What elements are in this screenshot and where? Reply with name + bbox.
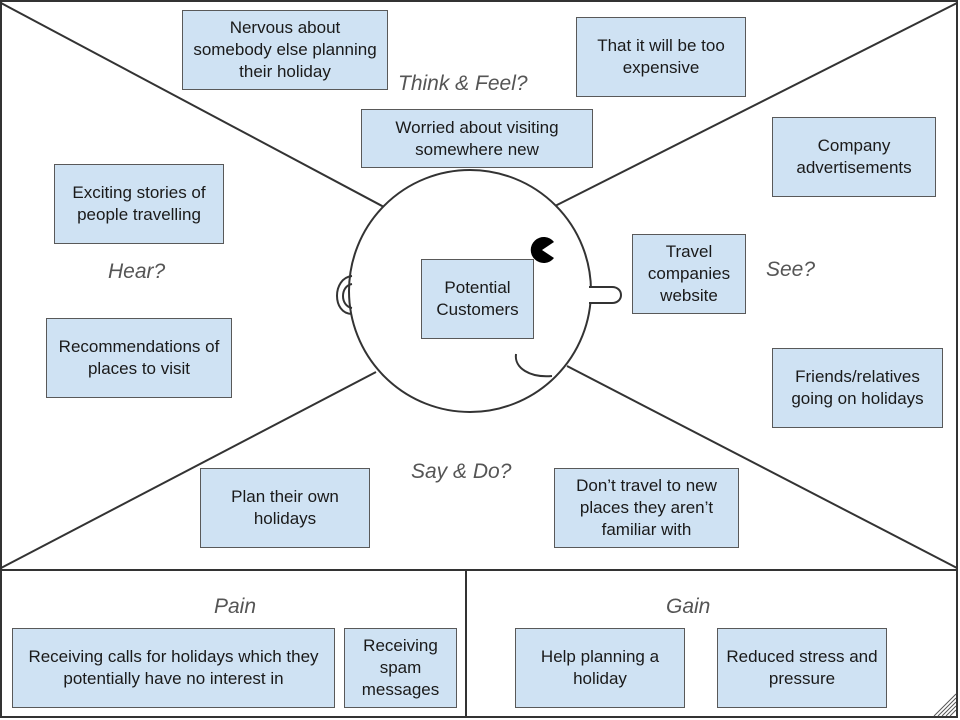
say-do-note: Don’t travel to new places they aren’t f…	[554, 468, 739, 548]
nose	[589, 286, 622, 304]
gain-note: Help planning a holiday	[515, 628, 685, 708]
ear-left	[336, 275, 353, 315]
pain-note: Receiving calls for holidays which they …	[12, 628, 335, 708]
see-label: See?	[766, 258, 816, 281]
mouth	[514, 353, 553, 378]
think-feel-label: Think & Feel?	[398, 72, 528, 95]
see-note: Friends/relatives going on holidays	[772, 348, 943, 428]
ear-left-inner	[342, 283, 353, 309]
center-persona-note: Potential Customers	[421, 259, 534, 339]
diagonal-top-left	[0, 2, 385, 208]
gain-label: Gain	[666, 595, 711, 618]
think-feel-note: Worried about visiting somewhere new	[361, 109, 593, 168]
pain-note: Receiving spam messages	[344, 628, 457, 708]
see-note: Company advertisements	[772, 117, 936, 197]
see-note: Travel companies website	[632, 234, 746, 314]
think-feel-note: Nervous about somebody else planning the…	[182, 10, 388, 90]
pain-label: Pain	[214, 595, 257, 618]
hear-note: Recommendations of places to visit	[46, 318, 232, 398]
say-do-note: Plan their own holidays	[200, 468, 370, 548]
diagonal-bottom-left	[0, 371, 377, 569]
say-do-label: Say & Do?	[411, 460, 512, 483]
resize-grip-icon	[933, 693, 957, 717]
eye	[530, 237, 554, 263]
diagonal-top-right	[554, 2, 958, 207]
gain-note: Reduced stress and pressure	[717, 628, 887, 708]
hear-label: Hear?	[108, 260, 166, 283]
think-feel-note: That it will be too expensive	[576, 17, 746, 97]
hear-note: Exciting stories of people travelling	[54, 164, 224, 244]
diagonal-bottom-right	[566, 365, 958, 569]
